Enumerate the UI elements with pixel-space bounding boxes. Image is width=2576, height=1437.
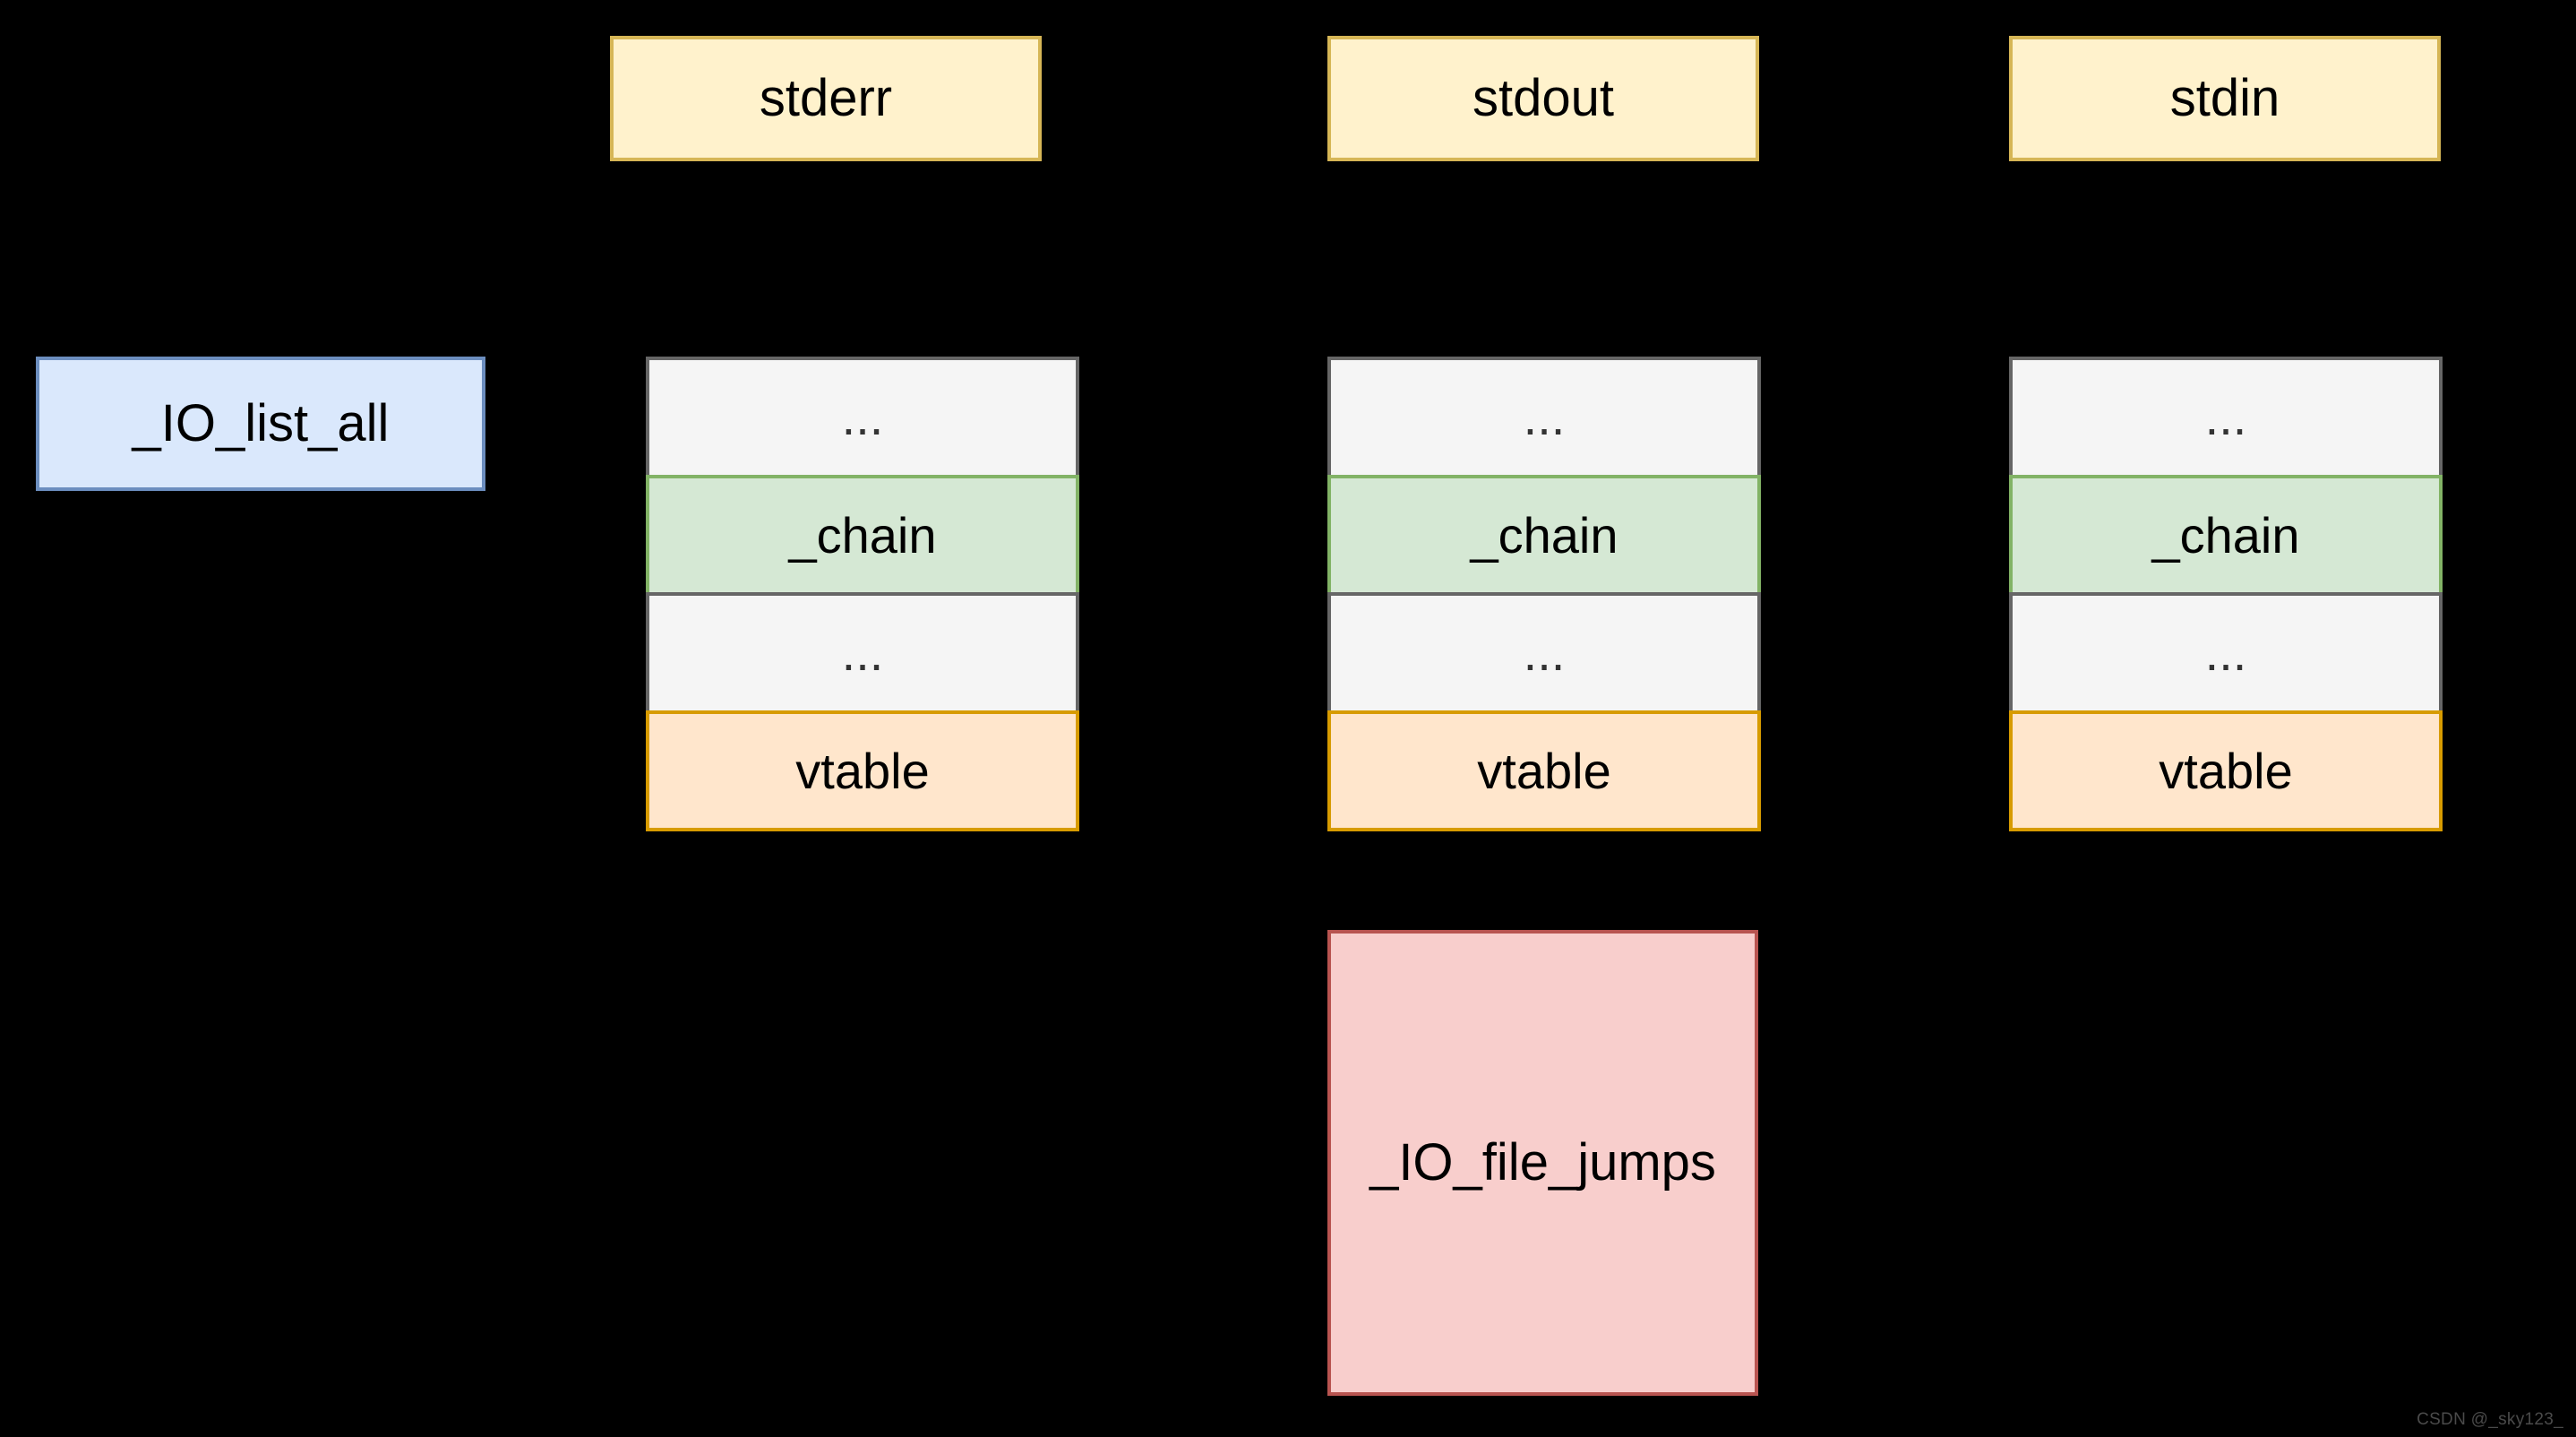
struct-row-label: vtable xyxy=(2159,742,2293,799)
stream-box-stderr: stderr xyxy=(610,36,1042,161)
stderr-file-struct: ... _chain ... vtable xyxy=(646,357,1079,831)
struct-row-label: vtable xyxy=(1477,742,1611,799)
io-list-all-label: _IO_list_all xyxy=(132,393,390,452)
io-file-jumps-box: _IO_file_jumps xyxy=(1327,930,1758,1396)
watermark: CSDN @_sky123_ xyxy=(2417,1410,2563,1429)
struct-row-chain: _chain xyxy=(1327,474,1761,596)
stream-box-stdout-label: stdout xyxy=(1473,68,1614,127)
struct-row-ellipsis-bottom: ... xyxy=(2009,592,2443,714)
struct-row-vtable: vtable xyxy=(2009,710,2443,831)
stdin-file-struct: ... _chain ... vtable xyxy=(2009,357,2443,831)
struct-row-ellipsis-top: ... xyxy=(1327,357,1761,478)
io-list-all-box: _IO_list_all xyxy=(36,357,485,491)
stream-box-stdout: stdout xyxy=(1327,36,1759,161)
struct-row-chain: _chain xyxy=(2009,474,2443,596)
struct-row-label: _chain xyxy=(1470,506,1619,564)
struct-row-ellipsis-bottom: ... xyxy=(646,592,1079,714)
struct-row-label: ... xyxy=(2204,389,2247,446)
struct-row-vtable: vtable xyxy=(646,710,1079,831)
io-file-jumps-label: _IO_file_jumps xyxy=(1370,1132,1716,1192)
stream-box-stderr-label: stderr xyxy=(759,68,893,127)
struct-row-label: _chain xyxy=(788,506,937,564)
struct-row-chain: _chain xyxy=(646,474,1079,596)
struct-row-ellipsis-top: ... xyxy=(2009,357,2443,478)
struct-row-ellipsis-top: ... xyxy=(646,357,1079,478)
struct-row-label: ... xyxy=(841,624,884,682)
stream-box-stdin-label: stdin xyxy=(2169,68,2280,127)
struct-row-label: ... xyxy=(841,389,884,446)
struct-row-label: _chain xyxy=(2151,506,2300,564)
struct-row-label: ... xyxy=(1523,389,1566,446)
stdout-file-struct: ... _chain ... vtable xyxy=(1327,357,1761,831)
struct-row-label: ... xyxy=(1523,624,1566,682)
struct-row-vtable: vtable xyxy=(1327,710,1761,831)
stream-box-stdin: stdin xyxy=(2009,36,2441,161)
struct-row-ellipsis-bottom: ... xyxy=(1327,592,1761,714)
struct-row-label: ... xyxy=(2204,624,2247,682)
struct-row-label: vtable xyxy=(795,742,930,799)
